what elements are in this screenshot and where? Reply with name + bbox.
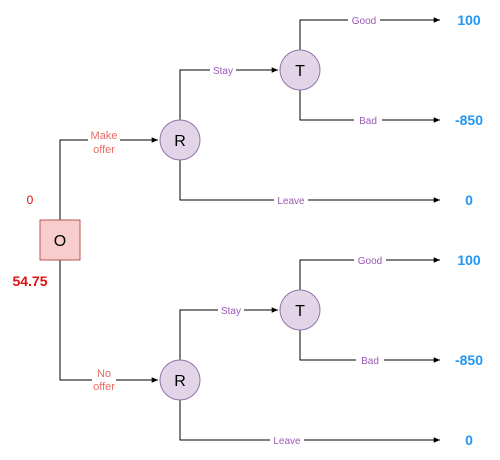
lower-payoff-good: 100 (457, 252, 481, 268)
root-value-top: 0 (27, 193, 34, 207)
no-offer-label-line1: No (97, 368, 111, 380)
edge-lower-good (299, 257, 440, 290)
lower-bad-label: Bad (361, 356, 379, 367)
upper-payoff-bad: -850 (455, 112, 483, 128)
lower-t-node-label: T (295, 303, 305, 320)
lower-payoff-bad: -850 (455, 352, 483, 368)
make-offer-label-line2: offer (93, 144, 115, 156)
upper-t-node-label: T (295, 63, 305, 80)
edge-upper-leave (179, 160, 440, 203)
edge-labels: Make offer No offer Stay Leave Good Bad … (91, 16, 383, 447)
edge-upper-good (299, 17, 440, 50)
upper-payoff-good: 100 (457, 12, 481, 28)
upper-good-label: Good (352, 16, 376, 27)
lower-payoff-leave: 0 (465, 432, 473, 448)
root-node: O (39, 219, 81, 261)
lower-good-label: Good (358, 256, 382, 267)
upper-r-node-label: R (174, 133, 186, 150)
edge-lower-bad (299, 330, 440, 363)
edges (59, 17, 440, 443)
edge-label-backgrounds (88, 14, 386, 446)
lower-r-node-label: R (174, 373, 186, 390)
no-offer-label-line2: offer (93, 381, 115, 393)
lower-r-node: R (159, 359, 201, 401)
upper-payoff-leave: 0 (465, 192, 473, 208)
make-offer-label-line1: Make (91, 130, 118, 142)
root-node-label: O (54, 233, 66, 250)
lower-t-node: T (279, 289, 321, 331)
edge-lower-stay (179, 307, 278, 360)
upper-stay-label: Stay (213, 66, 233, 77)
payoffs: 100 -850 0 100 -850 0 (455, 12, 483, 448)
upper-leave-label: Leave (277, 196, 305, 207)
edge-make-offer (59, 137, 158, 220)
upper-bad-label: Bad (359, 116, 377, 127)
upper-r-node: R (159, 119, 201, 161)
upper-t-node: T (279, 49, 321, 91)
lower-stay-label: Stay (221, 306, 241, 317)
edge-no-offer (59, 260, 158, 383)
lower-leave-label: Leave (273, 436, 301, 447)
edge-upper-stay (179, 67, 278, 120)
edge-upper-bad (299, 90, 440, 123)
root-value-bottom: 54.75 (12, 273, 47, 289)
edge-lower-leave (179, 400, 440, 443)
